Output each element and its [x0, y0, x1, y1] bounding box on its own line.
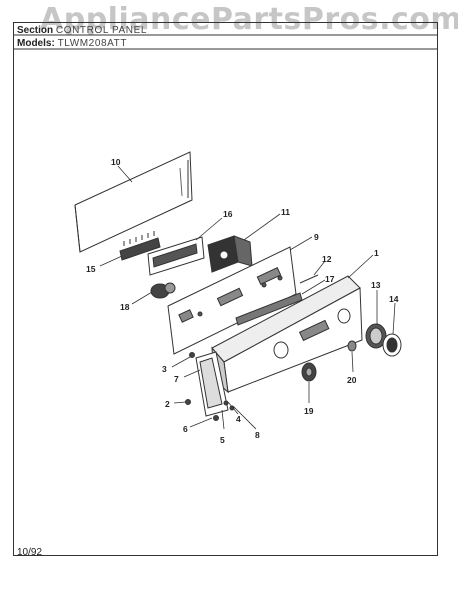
- timer-module-part-11: [207, 235, 253, 273]
- screws: [185, 352, 235, 421]
- watermark-text: AppliancePartsPros.com: [40, 2, 458, 37]
- console-panel-part-9: [167, 246, 297, 355]
- callout-8: 8: [255, 430, 260, 440]
- diagram-frame: [13, 22, 438, 556]
- callout-1: 1: [374, 248, 379, 258]
- callout-19: 19: [304, 406, 314, 416]
- button-part-20: [347, 340, 357, 352]
- connector-part-15: [119, 231, 161, 261]
- dial-part-13: [365, 323, 387, 349]
- knob-part-19: [301, 362, 317, 382]
- callout-5: 5: [220, 435, 225, 445]
- callout-20: 20: [347, 375, 357, 385]
- back-panel-part-10: [74, 151, 193, 253]
- callout-15: 15: [86, 264, 96, 274]
- callout-6: 6: [183, 424, 188, 434]
- callout-17: 17: [325, 274, 335, 284]
- callout-labels: 10 16 11 9 1 12 17 15 18 13 14 3 7 2 6 5…: [86, 157, 399, 445]
- callout-11: 11: [281, 207, 290, 217]
- knob-part-14: [382, 333, 402, 357]
- callout-9: 9: [314, 232, 319, 242]
- models-header: Models: TLWM208ATT: [17, 38, 128, 49]
- section-header: Section CONTROL PANEL: [17, 25, 147, 36]
- callout-13: 13: [371, 280, 381, 290]
- section-value: CONTROL PANEL: [55, 25, 148, 36]
- models-value: TLWM208ATT: [57, 38, 128, 49]
- leader-lines: [99, 165, 396, 430]
- callout-16: 16: [223, 209, 233, 219]
- callout-18: 18: [120, 302, 130, 312]
- callout-12: 12: [322, 254, 332, 264]
- callout-2: 2: [165, 399, 170, 409]
- switch-part-18: [150, 282, 176, 299]
- revision-date: 10/92: [17, 547, 43, 558]
- models-label: Models: [17, 38, 52, 49]
- callout-3: 3: [162, 364, 167, 374]
- circuit-board-part-16: [147, 236, 205, 276]
- callout-14: 14: [389, 294, 399, 304]
- callout-4: 4: [236, 414, 241, 424]
- callout-7: 7: [174, 374, 179, 384]
- callout-10: 10: [111, 157, 121, 167]
- end-cap-part-7: [195, 351, 229, 417]
- section-label: Section: [17, 25, 54, 36]
